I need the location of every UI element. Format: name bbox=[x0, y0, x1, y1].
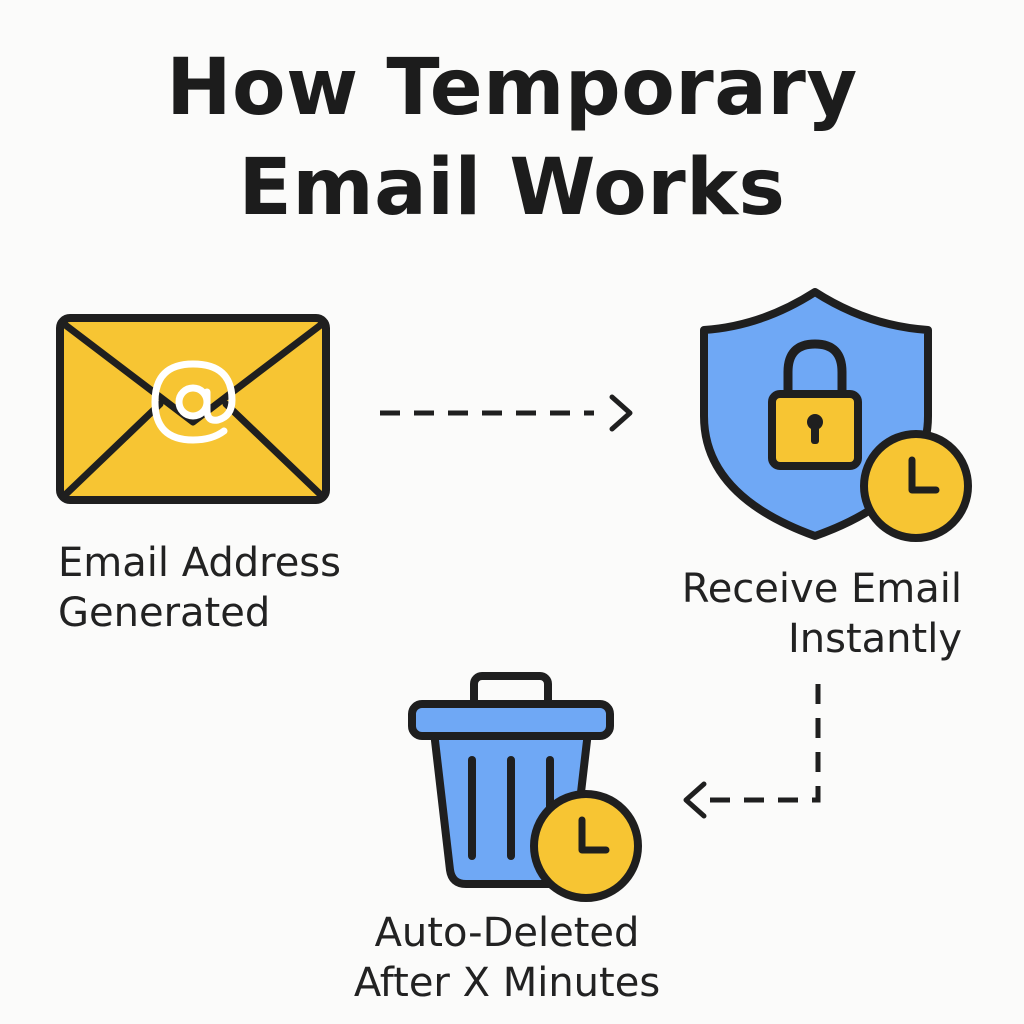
envelope-at-icon bbox=[56, 314, 330, 504]
step-label-auto-deleted: Auto-Deleted After X Minutes bbox=[324, 908, 690, 1008]
diagram-title: How Temporary Email Works bbox=[40, 38, 984, 238]
step-label-receive-email: Receive Email Instantly bbox=[682, 564, 962, 664]
step-label-line: Generated bbox=[58, 590, 271, 636]
dashed-arrow-right bbox=[380, 394, 633, 432]
step-label-line: Email Address bbox=[58, 540, 341, 586]
step-label-line: Receive Email bbox=[681, 566, 962, 612]
clock-icon bbox=[860, 430, 972, 542]
padlock-icon bbox=[768, 339, 862, 470]
step-label-email-generated: Email Address Generated bbox=[58, 538, 341, 638]
step-label-line: Auto-Deleted bbox=[374, 910, 640, 956]
clock-icon bbox=[530, 790, 642, 902]
step-label-line: After X Minutes bbox=[353, 960, 661, 1006]
title-line-1: How Temporary bbox=[166, 43, 858, 133]
trash-clock-icon bbox=[408, 672, 642, 902]
step-label-line: Instantly bbox=[787, 616, 962, 662]
shield-lock-clock-icon bbox=[700, 288, 972, 542]
at-sign-icon bbox=[151, 360, 236, 444]
dashed-arrow-down-left bbox=[683, 684, 821, 819]
title-line-2: Email Works bbox=[238, 143, 786, 233]
